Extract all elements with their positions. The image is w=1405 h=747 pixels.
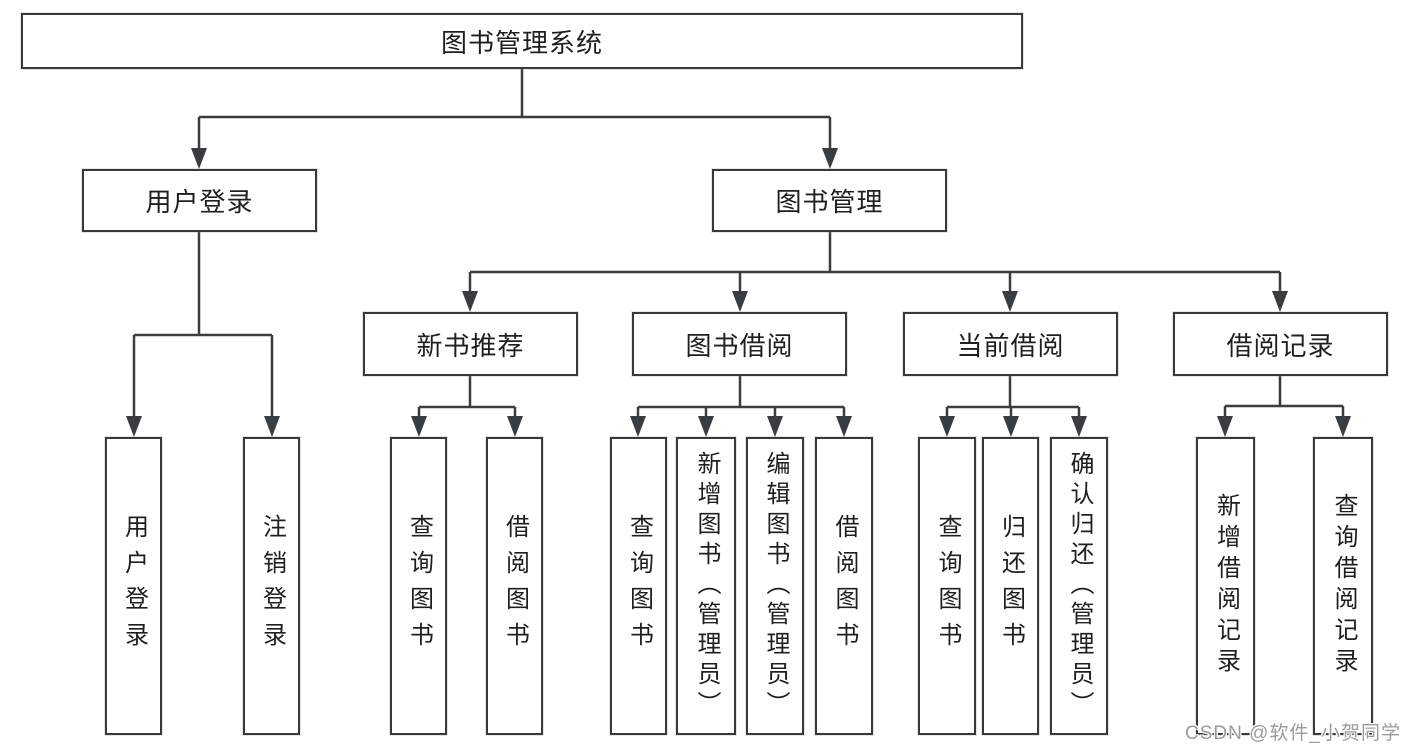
leaf-records-add-record: 新增借阅记录 bbox=[1196, 437, 1255, 735]
node-borrow-records: 借阅记录 bbox=[1173, 312, 1388, 376]
leaf-borrow-add-books-admin: 新增图书（管理员） bbox=[676, 437, 736, 735]
leaf-borrow-edit-books-admin: 编辑图书（管理员） bbox=[746, 437, 804, 735]
csdn-watermark: CSDN @软件_小贺同学 bbox=[1185, 723, 1401, 744]
leaf-recommend-query-books: 查询图书 bbox=[390, 437, 447, 735]
leaf-current-return-books: 归还图书 bbox=[982, 437, 1039, 735]
node-user-login: 用户登录 bbox=[82, 169, 317, 232]
leaf-borrow-query-books: 查询图书 bbox=[610, 437, 667, 735]
node-root-system: 图书管理系统 bbox=[21, 13, 1023, 69]
leaf-recommend-borrow-books: 借阅图书 bbox=[486, 437, 543, 735]
node-book-borrow: 图书借阅 bbox=[632, 312, 847, 376]
leaf-current-query-books: 查询图书 bbox=[918, 437, 976, 735]
leaf-user-login: 用户登录 bbox=[105, 437, 162, 735]
node-current-borrow: 当前借阅 bbox=[903, 312, 1118, 376]
leaf-logout: 注销登录 bbox=[243, 437, 300, 735]
leaf-borrow-borrow-books: 借阅图书 bbox=[815, 437, 873, 735]
leaf-records-query-record: 查询借阅记录 bbox=[1313, 437, 1373, 735]
node-new-book-recommend: 新书推荐 bbox=[363, 312, 578, 376]
node-book-management: 图书管理 bbox=[712, 169, 947, 232]
leaf-current-confirm-return-admin: 确认归还（管理员） bbox=[1050, 437, 1108, 735]
